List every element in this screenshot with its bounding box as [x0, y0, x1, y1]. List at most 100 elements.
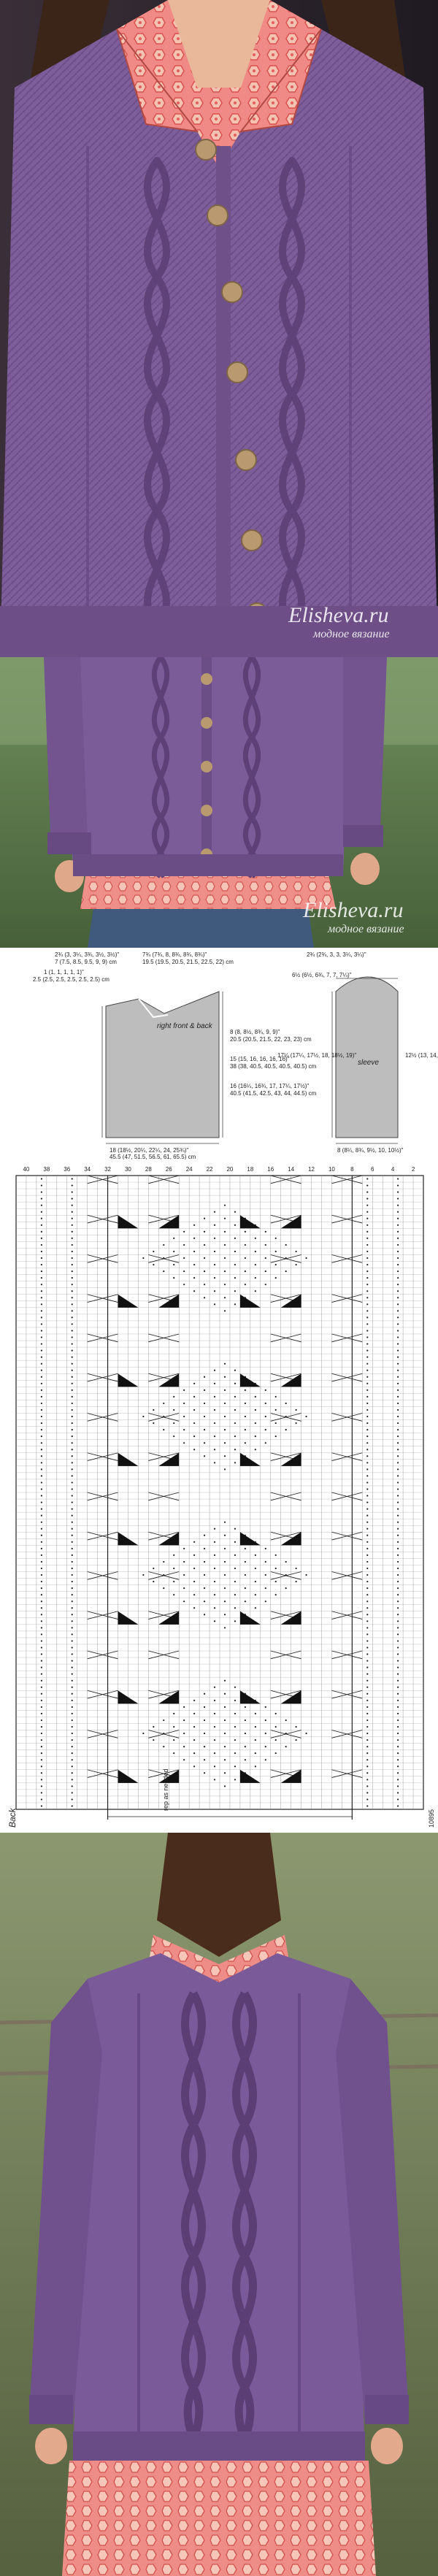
chart-purl-dot — [244, 1560, 246, 1563]
chart-purl-dot — [173, 1567, 175, 1570]
chart-purl-dot — [40, 1290, 42, 1292]
chart-purl-dot — [397, 1607, 399, 1609]
chart-purl-dot — [40, 1349, 42, 1352]
chart-purl-dot — [40, 1594, 42, 1596]
chart-purl-dot — [264, 1270, 266, 1273]
chart-purl-dot — [203, 1560, 206, 1563]
chart-col-number: 34 — [84, 1166, 91, 1173]
chart-twist-mark — [239, 1769, 261, 1783]
chart-purl-dot — [254, 1250, 256, 1253]
chart-purl-dot — [71, 1290, 73, 1292]
chart-purl-dot — [71, 1330, 73, 1332]
chart-purl-dot — [234, 1435, 237, 1438]
chart-twist-mark — [158, 1690, 180, 1704]
chart-purl-dot — [397, 1237, 399, 1239]
chart-purl-dot — [274, 1567, 277, 1570]
chart-cable-line — [87, 1214, 118, 1224]
chart-purl-dot — [40, 1257, 42, 1260]
watermark-site: Elisheva.ru — [288, 603, 389, 627]
chart-cable-line — [331, 1452, 363, 1462]
schematic-diagram: right front & back sleeve 2¾ (3, 3¼, 3¾,… — [0, 948, 438, 1159]
meas-l: 12½ (13, 14, 15, 16, 17)" — [405, 1052, 438, 1059]
chart-purl-dot — [254, 1408, 256, 1411]
chart-purl-dot — [213, 1567, 216, 1570]
chart-purl-dot — [264, 1230, 266, 1233]
front-outdoor-illustration — [0, 657, 438, 948]
chart-purl-dot — [366, 1408, 369, 1411]
chart-purl-dot — [71, 1481, 73, 1484]
chart-purl-dot — [264, 1442, 266, 1444]
chart-purl-dot — [254, 1580, 256, 1583]
chart-purl-dot — [285, 1719, 287, 1722]
chart-purl-dot — [223, 1362, 226, 1365]
chart-purl-dot — [223, 1573, 226, 1576]
chart-purl-dot — [183, 1402, 185, 1405]
chart-purl-dot — [366, 1508, 369, 1510]
chart-purl-dot — [366, 1303, 369, 1306]
chart-purl-dot — [295, 1263, 297, 1266]
meas-c: 1 (1, 1, 1, 1, 1)" — [44, 969, 84, 975]
chart-purl-dot — [295, 1250, 297, 1253]
chart-purl-dot — [71, 1316, 73, 1319]
chart-cable-line — [148, 1492, 180, 1501]
back-photo — [0, 1833, 438, 2576]
chart-purl-dot — [193, 1580, 196, 1583]
chart-purl-dot — [366, 1217, 369, 1219]
chart-twist-mark — [280, 1769, 301, 1783]
chart-purl-dot — [71, 1336, 73, 1338]
chart-purl-dot — [71, 1495, 73, 1497]
chart-purl-dot — [223, 1204, 226, 1206]
chart-purl-dot — [223, 1310, 226, 1312]
meas-e: 15 (15, 16, 16, 16, 16)" — [230, 1056, 290, 1062]
chart-purl-dot — [71, 1243, 73, 1246]
chart-purl-dot — [213, 1382, 216, 1384]
chart-purl-dot — [173, 1435, 175, 1438]
chart-purl-dot — [203, 1746, 206, 1748]
chart-purl-dot — [366, 1316, 369, 1319]
chart-purl-dot — [71, 1766, 73, 1768]
chart-purl-dot — [71, 1475, 73, 1477]
chart-purl-dot — [213, 1594, 216, 1596]
chart-purl-dot — [366, 1310, 369, 1312]
chart-cable-line — [87, 1650, 118, 1660]
chart-purl-dot — [274, 1752, 277, 1755]
chart-purl-dot — [264, 1257, 266, 1260]
chart-purl-dot — [71, 1792, 73, 1794]
chart-cable-line — [148, 1571, 180, 1580]
chart-purl-dot — [213, 1766, 216, 1768]
chart-purl-dot — [71, 1323, 73, 1325]
chart-twist-mark — [239, 1611, 261, 1625]
chart-purl-dot — [193, 1554, 196, 1556]
chart-purl-dot — [203, 1217, 206, 1219]
chart-purl-dot — [234, 1620, 237, 1622]
chart-purl-dot — [40, 1369, 42, 1371]
chart-purl-dot — [223, 1297, 226, 1299]
chart-purl-dot — [264, 1587, 266, 1590]
chart-purl-dot — [213, 1422, 216, 1425]
meas-b: 7¾ (7¾, 8, 8¾, 8¾, 8¾)" — [142, 951, 207, 958]
chart-purl-dot — [193, 1766, 196, 1768]
chart-purl-dot — [285, 1746, 287, 1748]
chart-purl-dot — [40, 1217, 42, 1219]
chart-purl-dot — [193, 1250, 196, 1253]
chart-purl-dot — [397, 1389, 399, 1391]
chart-purl-dot — [71, 1739, 73, 1741]
chart-purl-dot — [366, 1719, 369, 1722]
chart-purl-dot — [366, 1449, 369, 1451]
chart-purl-dot — [71, 1501, 73, 1503]
chart-purl-dot — [173, 1594, 175, 1596]
chart-purl-dot — [223, 1614, 226, 1616]
chart-purl-dot — [397, 1178, 399, 1180]
chart-purl-dot — [254, 1554, 256, 1556]
chart-purl-dot — [366, 1435, 369, 1438]
chart-purl-dot — [366, 1277, 369, 1279]
chart-purl-dot — [71, 1673, 73, 1675]
chart-cable-line — [148, 1611, 180, 1620]
chart-purl-dot — [40, 1712, 42, 1714]
chart-purl-dot — [223, 1746, 226, 1748]
chart-purl-dot — [397, 1759, 399, 1761]
chart-purl-dot — [234, 1462, 237, 1464]
chart-purl-dot — [254, 1263, 256, 1266]
chart-purl-dot — [223, 1284, 226, 1286]
chart-purl-dot — [244, 1706, 246, 1708]
